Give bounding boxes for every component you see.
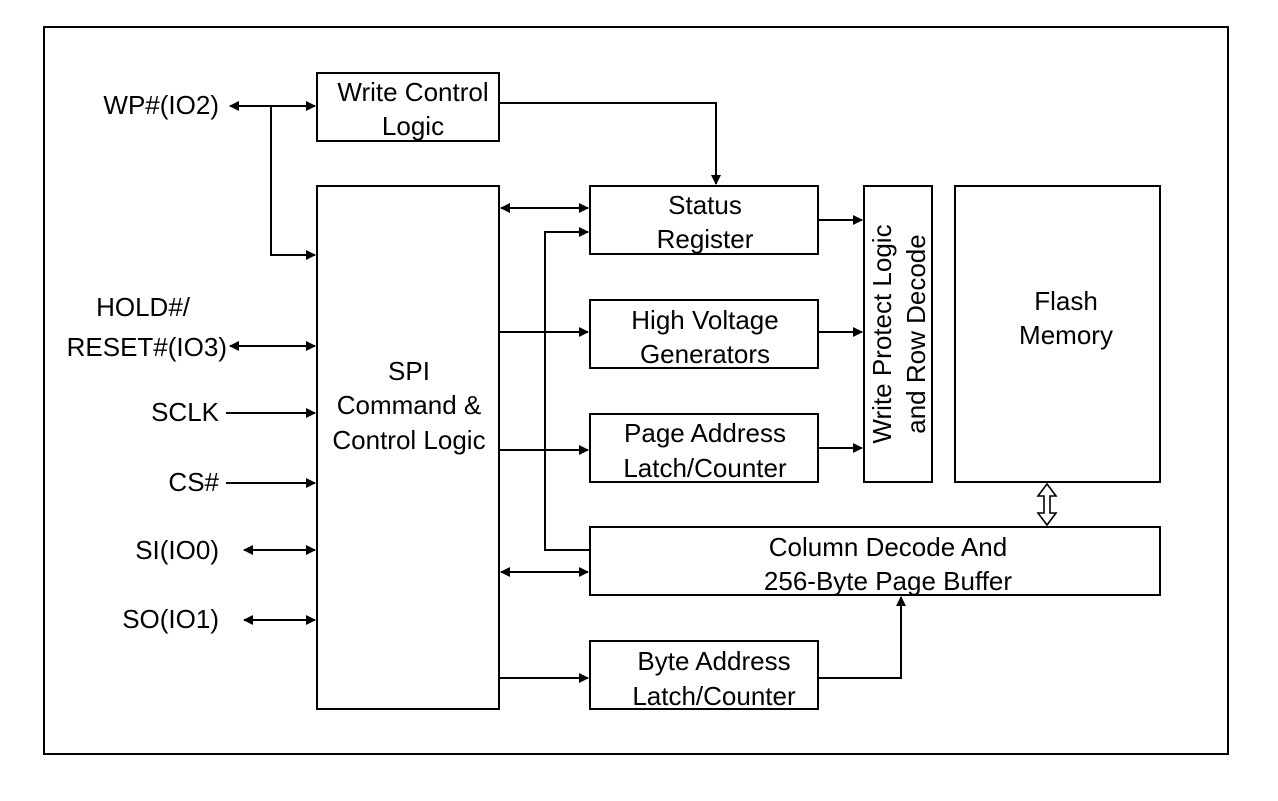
column-decode-page-buffer-block: Column Decode And 256-Byte Page Buffer	[589, 526, 1161, 596]
diagram-frame	[43, 26, 1229, 755]
wp-to-spi-arrow	[270, 106, 316, 260]
flash-label-1: Flash	[1034, 286, 1098, 316]
hv-label-2: Generators	[640, 339, 770, 369]
byte-address-latch-block: Byte Address Latch/Counter	[589, 640, 819, 711]
hv-label-1: High Voltage	[631, 305, 778, 335]
page-addr-label-2: Latch/Counter	[623, 453, 787, 483]
column-label-2: 256-Byte Page Buffer	[764, 566, 1012, 596]
write-control-logic-block: Write Control Logic	[316, 72, 500, 142]
pin-so-label: SO(IO1)	[122, 604, 219, 634]
column-to-status-arrow	[544, 227, 590, 551]
status-label-1: Status	[668, 190, 742, 220]
pin-cs-label: CS#	[168, 467, 219, 497]
flash-memory-block: Flash Memory	[954, 185, 1161, 483]
pin-hold-label-1: HOLD#/	[96, 292, 191, 322]
write-protect-row-decode-block: Write Protect Logic and Row Decode	[863, 185, 933, 483]
write-control-label-1: Write Control	[337, 77, 488, 107]
byte-addr-to-column-arrow	[818, 596, 906, 679]
pin-hold-label-2: RESET#(IO3)	[67, 332, 227, 362]
spi-command-control-block: SPI Command & Control Logic	[316, 185, 500, 710]
page-address-latch-block: Page Address Latch/Counter	[589, 413, 819, 483]
pin-wp-label: WP#(IO2)	[103, 90, 219, 120]
status-register-block: Status Register	[589, 185, 819, 255]
column-label-1: Column Decode And	[769, 532, 1007, 562]
pin-sclk-label: SCLK	[151, 397, 220, 427]
write-protect-label-2: and Row Decode	[901, 234, 931, 433]
byte-addr-label-2: Latch/Counter	[632, 681, 796, 711]
write-control-to-status-arrow	[499, 102, 721, 185]
status-label-2: Register	[657, 224, 754, 254]
byte-addr-label-1: Byte Address	[637, 646, 790, 676]
spi-label-2: Command &	[337, 390, 482, 420]
flash-buffer-bidir-arrow	[1036, 482, 1058, 527]
pin-si-label: SI(IO0)	[135, 535, 219, 565]
spi-label-1: SPI	[388, 356, 430, 386]
high-voltage-generators-block: High Voltage Generators	[589, 299, 819, 369]
write-control-label-2: Logic	[382, 111, 444, 141]
spi-label-3: Control Logic	[332, 425, 485, 455]
page-addr-label-1: Page Address	[624, 418, 786, 448]
flash-label-2: Memory	[1019, 320, 1113, 350]
write-protect-label-1: Write Protect Logic	[867, 224, 897, 443]
